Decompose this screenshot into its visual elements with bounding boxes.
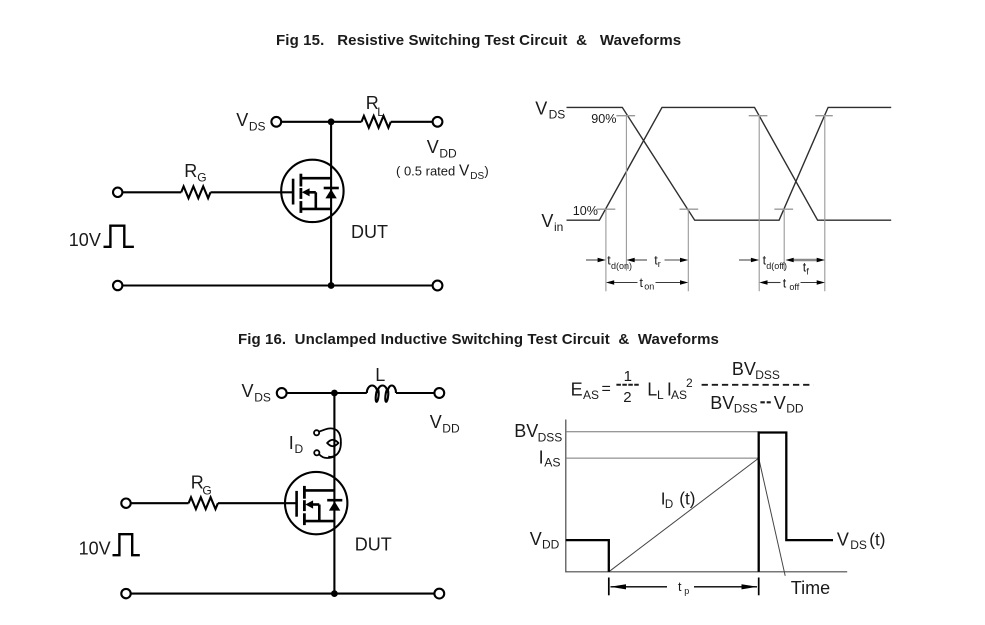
svg-text:L: L [647, 379, 657, 399]
svg-text:V: V [837, 529, 849, 549]
svg-text:I: I [661, 488, 666, 508]
svg-text:DSS: DSS [755, 368, 780, 382]
svg-text:10V: 10V [79, 539, 111, 559]
svg-text:t: t [803, 261, 807, 275]
svg-text:d(off): d(off) [766, 261, 787, 271]
svg-text:t: t [607, 254, 611, 268]
svg-text:G: G [197, 170, 206, 184]
svg-text:10%: 10% [573, 204, 598, 218]
svg-text:t: t [783, 276, 787, 290]
svg-text:DUT: DUT [351, 222, 388, 242]
svg-text:AS: AS [671, 388, 687, 402]
svg-text:t: t [763, 254, 767, 268]
svg-text:1: 1 [624, 368, 632, 385]
svg-text:Time: Time [791, 578, 830, 598]
svg-text:Fig 16. Unclamped Inductive S: Fig 16. Unclamped Inductive Switching Te… [238, 331, 719, 348]
svg-text:t: t [640, 276, 644, 290]
svg-text:BV: BV [710, 393, 734, 413]
svg-text:): ) [484, 164, 488, 179]
svg-text:R: R [184, 161, 197, 181]
svg-text:10V: 10V [69, 230, 101, 250]
svg-text:L: L [657, 388, 664, 402]
svg-text:(t): (t) [679, 488, 695, 508]
svg-text:DD: DD [442, 421, 460, 435]
svg-text:R: R [366, 93, 379, 113]
svg-text:I: I [289, 433, 294, 453]
svg-text:DSS: DSS [734, 404, 758, 416]
svg-text:p: p [684, 586, 689, 596]
svg-text:DS: DS [249, 120, 266, 134]
svg-text:I: I [539, 447, 544, 467]
svg-text:r: r [658, 259, 661, 269]
svg-text:V: V [774, 393, 786, 413]
svg-text:DS: DS [254, 391, 271, 405]
svg-text:d(on): d(on) [611, 261, 632, 271]
svg-text:D: D [665, 499, 673, 511]
svg-text:R: R [191, 473, 204, 493]
svg-text:2: 2 [686, 376, 693, 390]
svg-text:L: L [375, 365, 385, 385]
svg-text:DD: DD [542, 538, 560, 552]
svg-text:DD: DD [439, 147, 457, 161]
svg-text:Fig 15. Resistive Switching: Fig 15. Resistive Switching Test Circuit… [276, 32, 681, 49]
svg-text:V: V [541, 211, 553, 231]
svg-text:V: V [535, 98, 547, 118]
svg-text:DD: DD [786, 402, 804, 416]
svg-text:f: f [806, 267, 809, 277]
svg-text:DSS: DSS [538, 431, 563, 445]
svg-text:V: V [530, 529, 542, 549]
svg-text:BV: BV [732, 359, 756, 379]
svg-text:V: V [242, 381, 254, 401]
svg-text:AS: AS [583, 388, 599, 402]
svg-text:V: V [427, 137, 439, 157]
svg-text:G: G [202, 484, 211, 498]
svg-text:D: D [295, 442, 304, 456]
svg-text:t: t [678, 580, 682, 594]
svg-text:I: I [667, 379, 672, 399]
svg-text:DS: DS [549, 107, 566, 121]
svg-text:E: E [571, 379, 583, 399]
svg-text:V: V [236, 110, 248, 130]
svg-text:V: V [459, 163, 470, 180]
svg-text:off: off [789, 282, 799, 292]
svg-text:L: L [377, 105, 384, 119]
svg-text:(t): (t) [869, 529, 885, 549]
svg-text:on: on [644, 282, 654, 292]
svg-text:AS: AS [544, 455, 560, 469]
svg-text:2: 2 [623, 389, 631, 406]
svg-text:DS: DS [470, 171, 484, 182]
svg-text:t: t [654, 254, 658, 268]
svg-text:BV: BV [514, 421, 538, 441]
svg-text:DS: DS [850, 538, 867, 552]
svg-text:90%: 90% [591, 112, 616, 126]
svg-text:=: = [602, 380, 611, 397]
svg-text:V: V [430, 412, 442, 432]
svg-text:in: in [554, 220, 563, 234]
svg-text:( 0.5 rated: ( 0.5 rated [396, 164, 455, 179]
svg-text:DUT: DUT [355, 534, 392, 554]
